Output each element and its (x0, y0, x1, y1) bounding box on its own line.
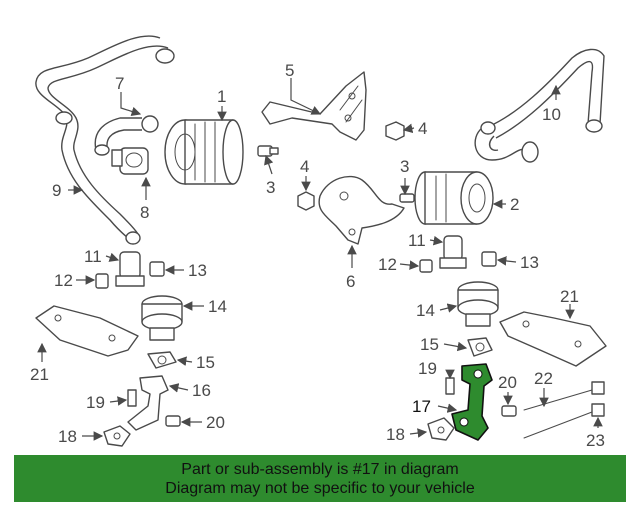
bolt-part-12-right (419, 259, 433, 273)
callout-3-left: 3 (266, 178, 275, 197)
wire-part-23 (523, 403, 605, 439)
callout-10: 10 (542, 105, 561, 124)
callout-20-right: 20 (498, 373, 517, 392)
sensor-part-20-left (165, 415, 181, 427)
callout-21-left: 21 (30, 365, 49, 384)
sensor-part-13-left (149, 261, 165, 277)
wire-part-22 (523, 381, 605, 411)
bolt-part-19-right (445, 377, 455, 395)
sensor-part-13-right (481, 251, 497, 267)
callout-4-upper: 4 (418, 119, 427, 138)
callout-14-left: 14 (208, 297, 227, 316)
bolt-part-19-left (127, 389, 137, 407)
bracket-part-5 (261, 71, 367, 141)
hose-part-10 (474, 48, 605, 163)
callout-11-left: 11 (84, 247, 102, 266)
bolt-part-12-left (95, 273, 109, 289)
callout-7: 7 (115, 74, 124, 93)
sensor-part-3-right (399, 193, 415, 203)
callout-3-right: 3 (400, 157, 409, 176)
valve-part-14-right (457, 281, 499, 327)
callout-13-right: 13 (520, 253, 539, 272)
gasket-part-15-right (467, 337, 493, 357)
air-pump-part-1 (164, 119, 244, 185)
plate-part-21-right (499, 311, 607, 367)
callout-19-left: 19 (86, 393, 105, 412)
valve-part-14-left (141, 295, 183, 341)
plate-part-21-left (35, 305, 139, 357)
banner-line-part-number: Part or sub-assembly is #17 in diagram (181, 461, 459, 478)
pipe-part-16 (127, 375, 169, 431)
callout-12-right: 12 (378, 255, 397, 274)
callout-labels: 1 2 3 3 4 4 5 6 7 8 9 10 11 11 12 12 13 … (30, 61, 605, 450)
hose-part-9 (35, 35, 175, 245)
leader-lines (37, 78, 603, 441)
callout-12-left: 12 (54, 271, 73, 290)
callout-14-right: 14 (416, 301, 435, 320)
callout-1: 1 (217, 87, 226, 106)
callout-4-lower: 4 (300, 157, 309, 176)
air-pump-part-2 (414, 171, 494, 225)
callout-8: 8 (140, 203, 149, 222)
callout-13-left: 13 (188, 261, 207, 280)
callout-6: 6 (346, 272, 355, 291)
callout-9: 9 (52, 181, 61, 200)
callout-23: 23 (586, 431, 605, 450)
callout-11-right: 11 (408, 231, 426, 250)
sensor-part-20-right (501, 405, 517, 417)
nut-part-4-upper (385, 121, 405, 141)
gasket-part-18-left (103, 425, 131, 447)
valve-part-11-left (115, 251, 145, 287)
callout-5: 5 (285, 61, 294, 80)
valve-part-11-right (439, 235, 467, 269)
banner-line-disclaimer: Diagram may not be specific to your vehi… (165, 480, 475, 497)
gasket-part-18-right (427, 417, 455, 441)
gasket-part-15-left (147, 351, 177, 369)
hose-part-7 (94, 115, 159, 156)
bracket-part-6 (318, 175, 405, 245)
callout-18-right: 18 (386, 425, 405, 444)
sensor-part-3-left (257, 145, 279, 157)
info-banner: Part or sub-assembly is #17 in diagram D… (14, 455, 626, 502)
callout-20-left: 20 (206, 413, 225, 432)
callout-16: 16 (192, 381, 211, 400)
nut-part-4-lower (297, 191, 315, 211)
callout-17: 17 (412, 397, 431, 416)
callout-22: 22 (534, 369, 553, 388)
callout-19-right: 19 (418, 359, 437, 378)
valve-part-8 (111, 147, 149, 175)
callout-21-right: 21 (560, 287, 579, 306)
callout-18-left: 18 (58, 427, 77, 446)
pipe-part-17-highlighted (451, 363, 493, 441)
callout-15-left: 15 (196, 353, 215, 372)
callout-2: 2 (510, 195, 519, 214)
callout-15-right: 15 (420, 335, 439, 354)
